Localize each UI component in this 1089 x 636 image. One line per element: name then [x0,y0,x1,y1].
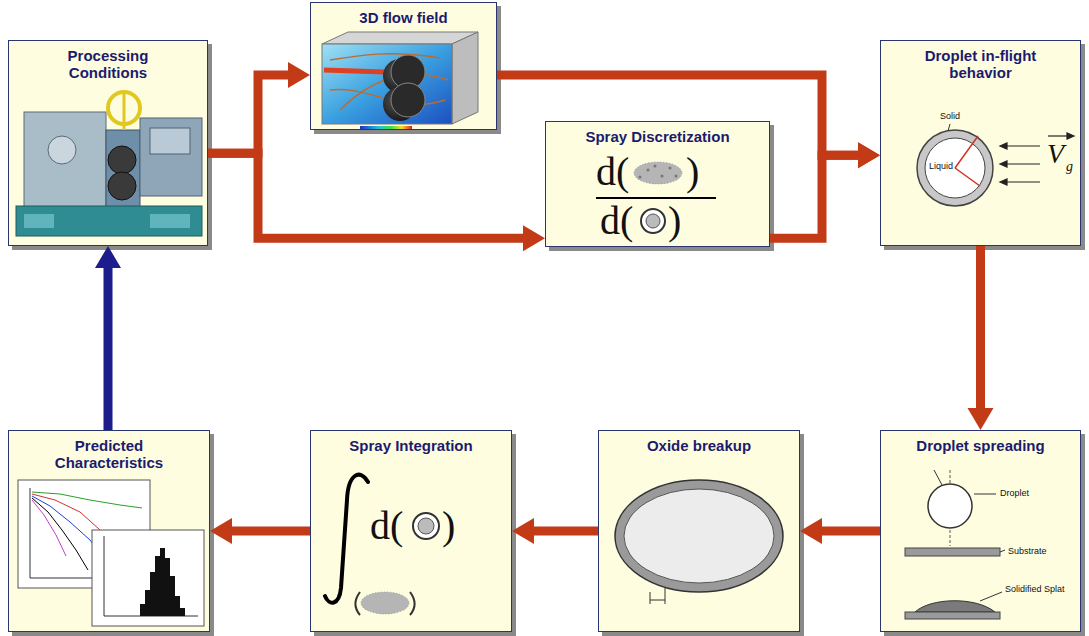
flow-arrow [208,153,545,251]
box-title: Spray Integration [349,437,472,454]
box-title: 3D flow field [359,9,447,26]
arrow-head [210,518,232,544]
process-box: Oxide breakup [598,430,800,632]
arrow-head [512,518,534,544]
part-label: Liquid [929,162,953,171]
process-box: Spray Discretization [545,121,770,247]
box-title: Processing Conditions [43,47,173,82]
flow-field-illustration [322,32,478,129]
flow-arrow [968,246,994,430]
arrow-head [858,142,880,168]
arrow-head [800,518,822,544]
arrow-head [288,62,310,88]
box-title: Droplet in-flight behavior [906,47,1056,82]
formula-symbol: d( [596,152,629,192]
formula-symbol: ) [668,201,681,241]
arrow-head [858,142,880,168]
arrow-head [968,408,994,430]
arrow-line [230,527,310,536]
process-box: Droplet spreading [880,430,1081,632]
droplet-in-flight-illustration [917,124,1074,206]
part-label: Solid [940,112,960,121]
flow-arrow [770,142,880,238]
formula-symbol: d( [600,201,633,241]
part-label: Solidified Splat [1005,585,1065,594]
box-title: Droplet spreading [916,437,1044,454]
arrow-head [95,246,121,268]
process-box: Spray Integration [310,430,512,632]
arrow-line [208,75,290,153]
oxide-breakup-illustration [615,480,783,604]
flow-arrow [512,518,598,544]
process-box: Processing Conditions [8,40,208,246]
arrow-line [820,527,880,536]
arrow-line [770,155,860,238]
box-title: Predicted Characteristics [44,437,174,472]
arrow-line [208,153,525,238]
arrow-line [532,527,598,536]
spray-integration-formula [325,475,439,615]
part-label: Droplet [1000,489,1029,498]
vector-symbol: V [1047,140,1064,168]
droplet-spreading-illustration [905,470,1005,619]
arrow-line [104,266,113,430]
arrow-line [976,246,985,410]
box-title: Oxide breakup [647,437,751,454]
arrow-head [523,225,545,251]
flow-arrow [800,518,880,544]
flow-arrow [95,246,121,430]
flow-arrow [208,62,310,153]
formula-symbol: ) [686,152,699,192]
predicted-charts [18,480,204,626]
vector-subscript: g [1066,160,1073,174]
flow-arrow [210,518,310,544]
machine-illustration [16,92,202,236]
process-box: 3D flow field [310,2,497,130]
formula-symbol: ) [442,506,455,546]
box-grounds [8,2,1085,636]
part-label: Substrate [1008,547,1047,556]
box-title: Spray Discretization [585,128,729,145]
process-box: Predicted Characteristics [8,430,210,632]
arrow-line [497,75,860,155]
formula-symbol: d( [370,506,403,546]
